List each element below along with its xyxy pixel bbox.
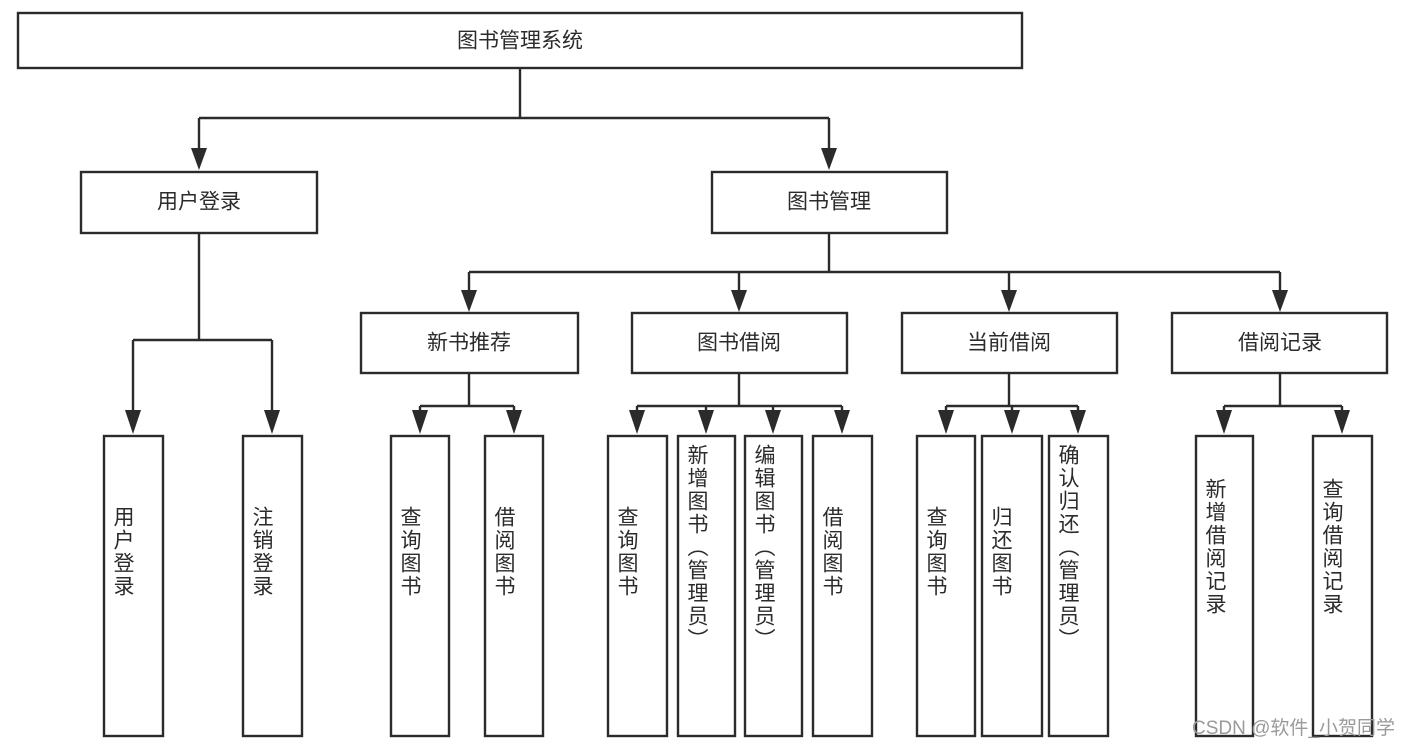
arrowhead-leaf-edit-book	[765, 410, 781, 434]
leaf-add-book-box[interactable]	[676, 434, 737, 738]
node-new-book-rec-box[interactable]	[359, 311, 580, 375]
arrowhead-leaf-query-book-2	[629, 410, 645, 434]
node-borrow-record-box[interactable]	[1170, 311, 1389, 375]
arrowhead-leaf-user-logout	[264, 410, 280, 434]
node-borrow-record-label: 借阅记录	[1238, 332, 1322, 355]
arrowhead-leaf-query-record	[1334, 410, 1350, 434]
connector-group-book-borrow	[629, 373, 850, 434]
leaf-user-logout-box[interactable]	[241, 434, 304, 738]
arrowhead-current-borrow	[1001, 290, 1017, 312]
node-current-borrow-box[interactable]	[900, 311, 1119, 375]
node-user-login-label: 用户登录	[157, 191, 241, 214]
arrowhead-user-login	[191, 148, 207, 170]
node-current-borrow-label: 当前借阅	[967, 332, 1051, 355]
arrowhead-book-manage	[821, 148, 837, 170]
arrowhead-leaf-add-record	[1216, 410, 1232, 434]
node-book-borrow[interactable]: 图书借阅	[630, 311, 849, 375]
node-current-borrow[interactable]: 当前借阅	[900, 311, 1119, 375]
node-new-book-rec[interactable]: 新书推荐	[359, 311, 580, 375]
node-book-borrow-label: 图书借阅	[697, 332, 781, 355]
node-user-login-box[interactable]	[79, 170, 319, 235]
node-book-borrow-box[interactable]	[630, 311, 849, 375]
connector-group-current-borrow	[938, 373, 1086, 434]
node-user-login[interactable]: 用户登录	[79, 170, 319, 235]
node-borrow-record[interactable]: 借阅记录	[1170, 311, 1389, 375]
arrowhead-leaf-user-login	[125, 410, 141, 434]
node-book-manage-label: 图书管理	[787, 191, 871, 214]
connector-group-borrow-record	[1216, 373, 1350, 434]
connector-group-root	[191, 68, 837, 170]
node-root[interactable]: 图书管理系统	[16, 11, 1024, 70]
leaf-boxes	[102, 434, 1374, 738]
leaf-borrow-book-2-box[interactable]	[811, 434, 874, 738]
node-book-manage[interactable]: 图书管理	[710, 170, 949, 235]
leaf-user-login-box[interactable]	[102, 434, 165, 738]
node-new-book-rec-label: 新书推荐	[427, 332, 511, 355]
connector-group-book-manage	[461, 233, 1288, 312]
arrowhead-leaf-add-book	[698, 410, 714, 434]
arrowhead-new-book-rec	[461, 290, 477, 312]
leaf-query-book-2-box[interactable]	[606, 434, 669, 738]
leaf-query-record-box[interactable]	[1311, 434, 1374, 738]
connector-group-user-login	[125, 233, 280, 434]
csdn-watermark: CSDN @软件_小贺同学	[1192, 718, 1395, 739]
leaf-return-book-box[interactable]	[980, 434, 1044, 738]
node-root-box[interactable]	[16, 11, 1024, 70]
arrowhead-leaf-borrow-book-1	[506, 410, 522, 434]
leaf-add-record-box[interactable]	[1194, 434, 1255, 738]
leaf-edit-book-box[interactable]	[743, 434, 804, 738]
arrowhead-book-borrow	[731, 290, 747, 312]
arrowhead-leaf-return-book	[1004, 410, 1020, 434]
connector-group-new-book-rec	[412, 373, 522, 434]
arrowhead-leaf-confirm-return	[1070, 410, 1086, 434]
node-book-manage-box[interactable]	[710, 170, 949, 235]
leaf-confirm-return-box[interactable]	[1047, 434, 1110, 738]
node-root-label: 图书管理系统	[457, 30, 583, 53]
arrowhead-leaf-borrow-book-2	[834, 410, 850, 434]
arrowhead-borrow-record	[1272, 290, 1288, 312]
leaf-query-book-1-box[interactable]	[389, 434, 451, 738]
arrowhead-leaf-query-book-3	[938, 410, 954, 434]
arrowhead-leaf-query-book-1	[412, 410, 428, 434]
leaf-query-book-3-box[interactable]	[915, 434, 977, 738]
leaf-borrow-book-1-box[interactable]	[483, 434, 545, 738]
